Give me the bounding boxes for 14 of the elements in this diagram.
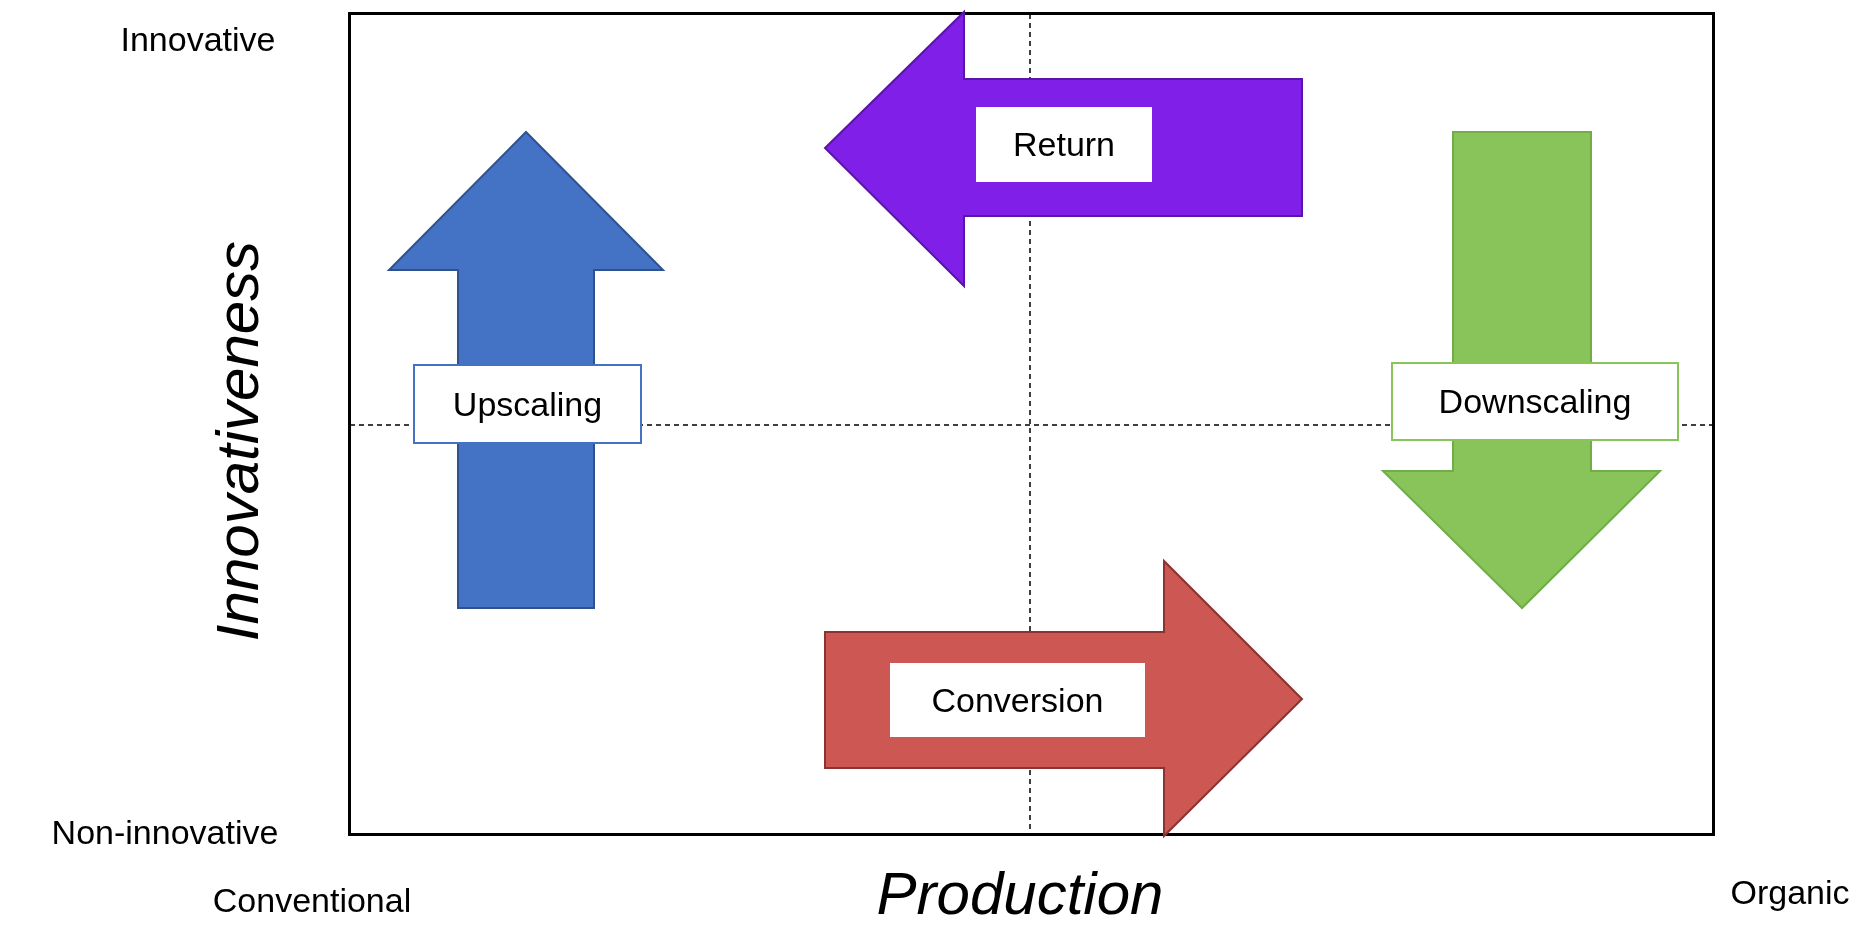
axis-end-label: Organic [1730, 875, 1850, 909]
axis-end-label: Non-innovative [51, 815, 279, 849]
axis-end-label: Innovative [120, 22, 276, 56]
block-arrow [1383, 132, 1680, 608]
block-arrow [389, 132, 663, 608]
axis-title: Innovativeness [208, 240, 268, 642]
arrow-label: Upscaling [413, 364, 642, 444]
block-arrow [825, 561, 1302, 836]
arrow-label: Downscaling [1391, 362, 1679, 441]
arrow-label: Return [976, 107, 1152, 182]
block-arrow [825, 12, 1302, 286]
arrow-label: Conversion [890, 663, 1145, 737]
axis-end-label: Conventional [212, 883, 412, 917]
axis-title: Production [876, 864, 1164, 924]
